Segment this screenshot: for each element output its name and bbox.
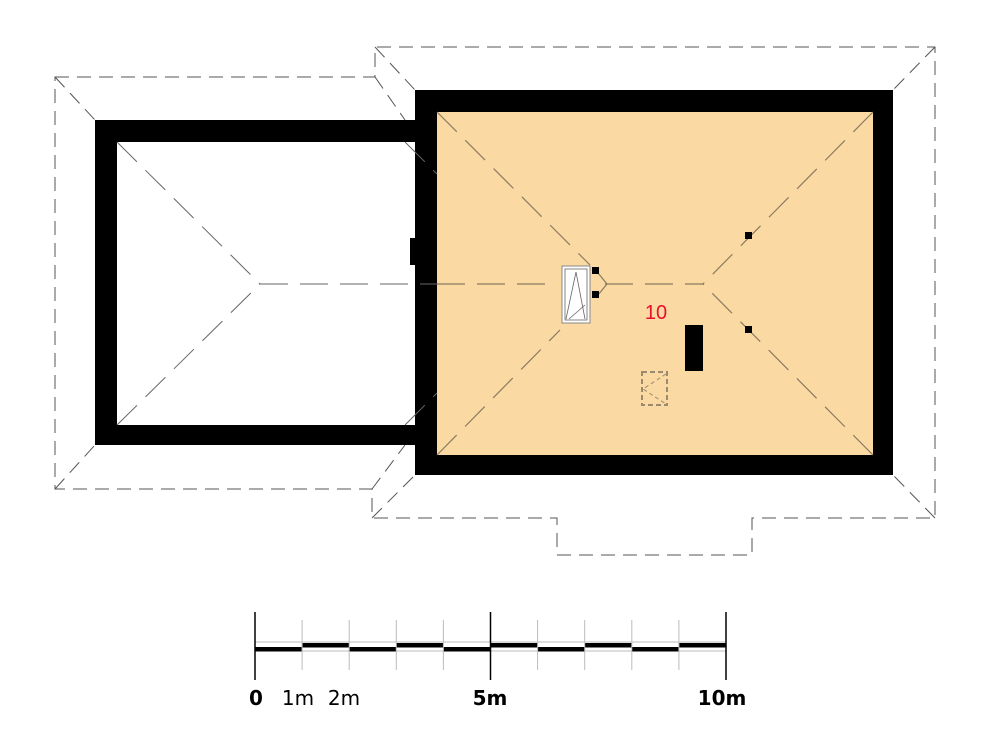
scale-segment bbox=[678, 643, 726, 648]
left-roof-hips bbox=[116, 141, 438, 426]
scale-label-5m: 5m bbox=[473, 686, 508, 710]
post bbox=[745, 232, 752, 239]
scale-segment bbox=[255, 647, 303, 652]
post bbox=[592, 267, 599, 274]
scale-segment bbox=[349, 647, 397, 652]
scale-segment bbox=[584, 643, 632, 648]
scale-label-1m: 1m bbox=[282, 686, 314, 710]
scale-bar bbox=[254, 612, 727, 680]
scale-segment bbox=[490, 643, 538, 648]
post bbox=[745, 326, 752, 333]
scale-segment bbox=[396, 643, 444, 648]
scale-label-10m: 10m bbox=[698, 686, 747, 710]
roof-corner-lines bbox=[54, 46, 936, 519]
scale-segment bbox=[537, 647, 585, 652]
scale-segment bbox=[302, 643, 350, 648]
scale-label-0: 0 bbox=[249, 686, 263, 710]
wall-block bbox=[410, 238, 428, 265]
post bbox=[592, 291, 599, 298]
main-roof-hips bbox=[436, 111, 874, 456]
roof-hatch-icon bbox=[641, 371, 668, 406]
scale-segment bbox=[443, 647, 491, 652]
room-number: 10 bbox=[645, 302, 667, 324]
scale-segment bbox=[631, 647, 679, 652]
roof-window-icon bbox=[561, 265, 591, 324]
chimney bbox=[685, 325, 703, 371]
scale-label-2m: 2m bbox=[328, 686, 360, 710]
